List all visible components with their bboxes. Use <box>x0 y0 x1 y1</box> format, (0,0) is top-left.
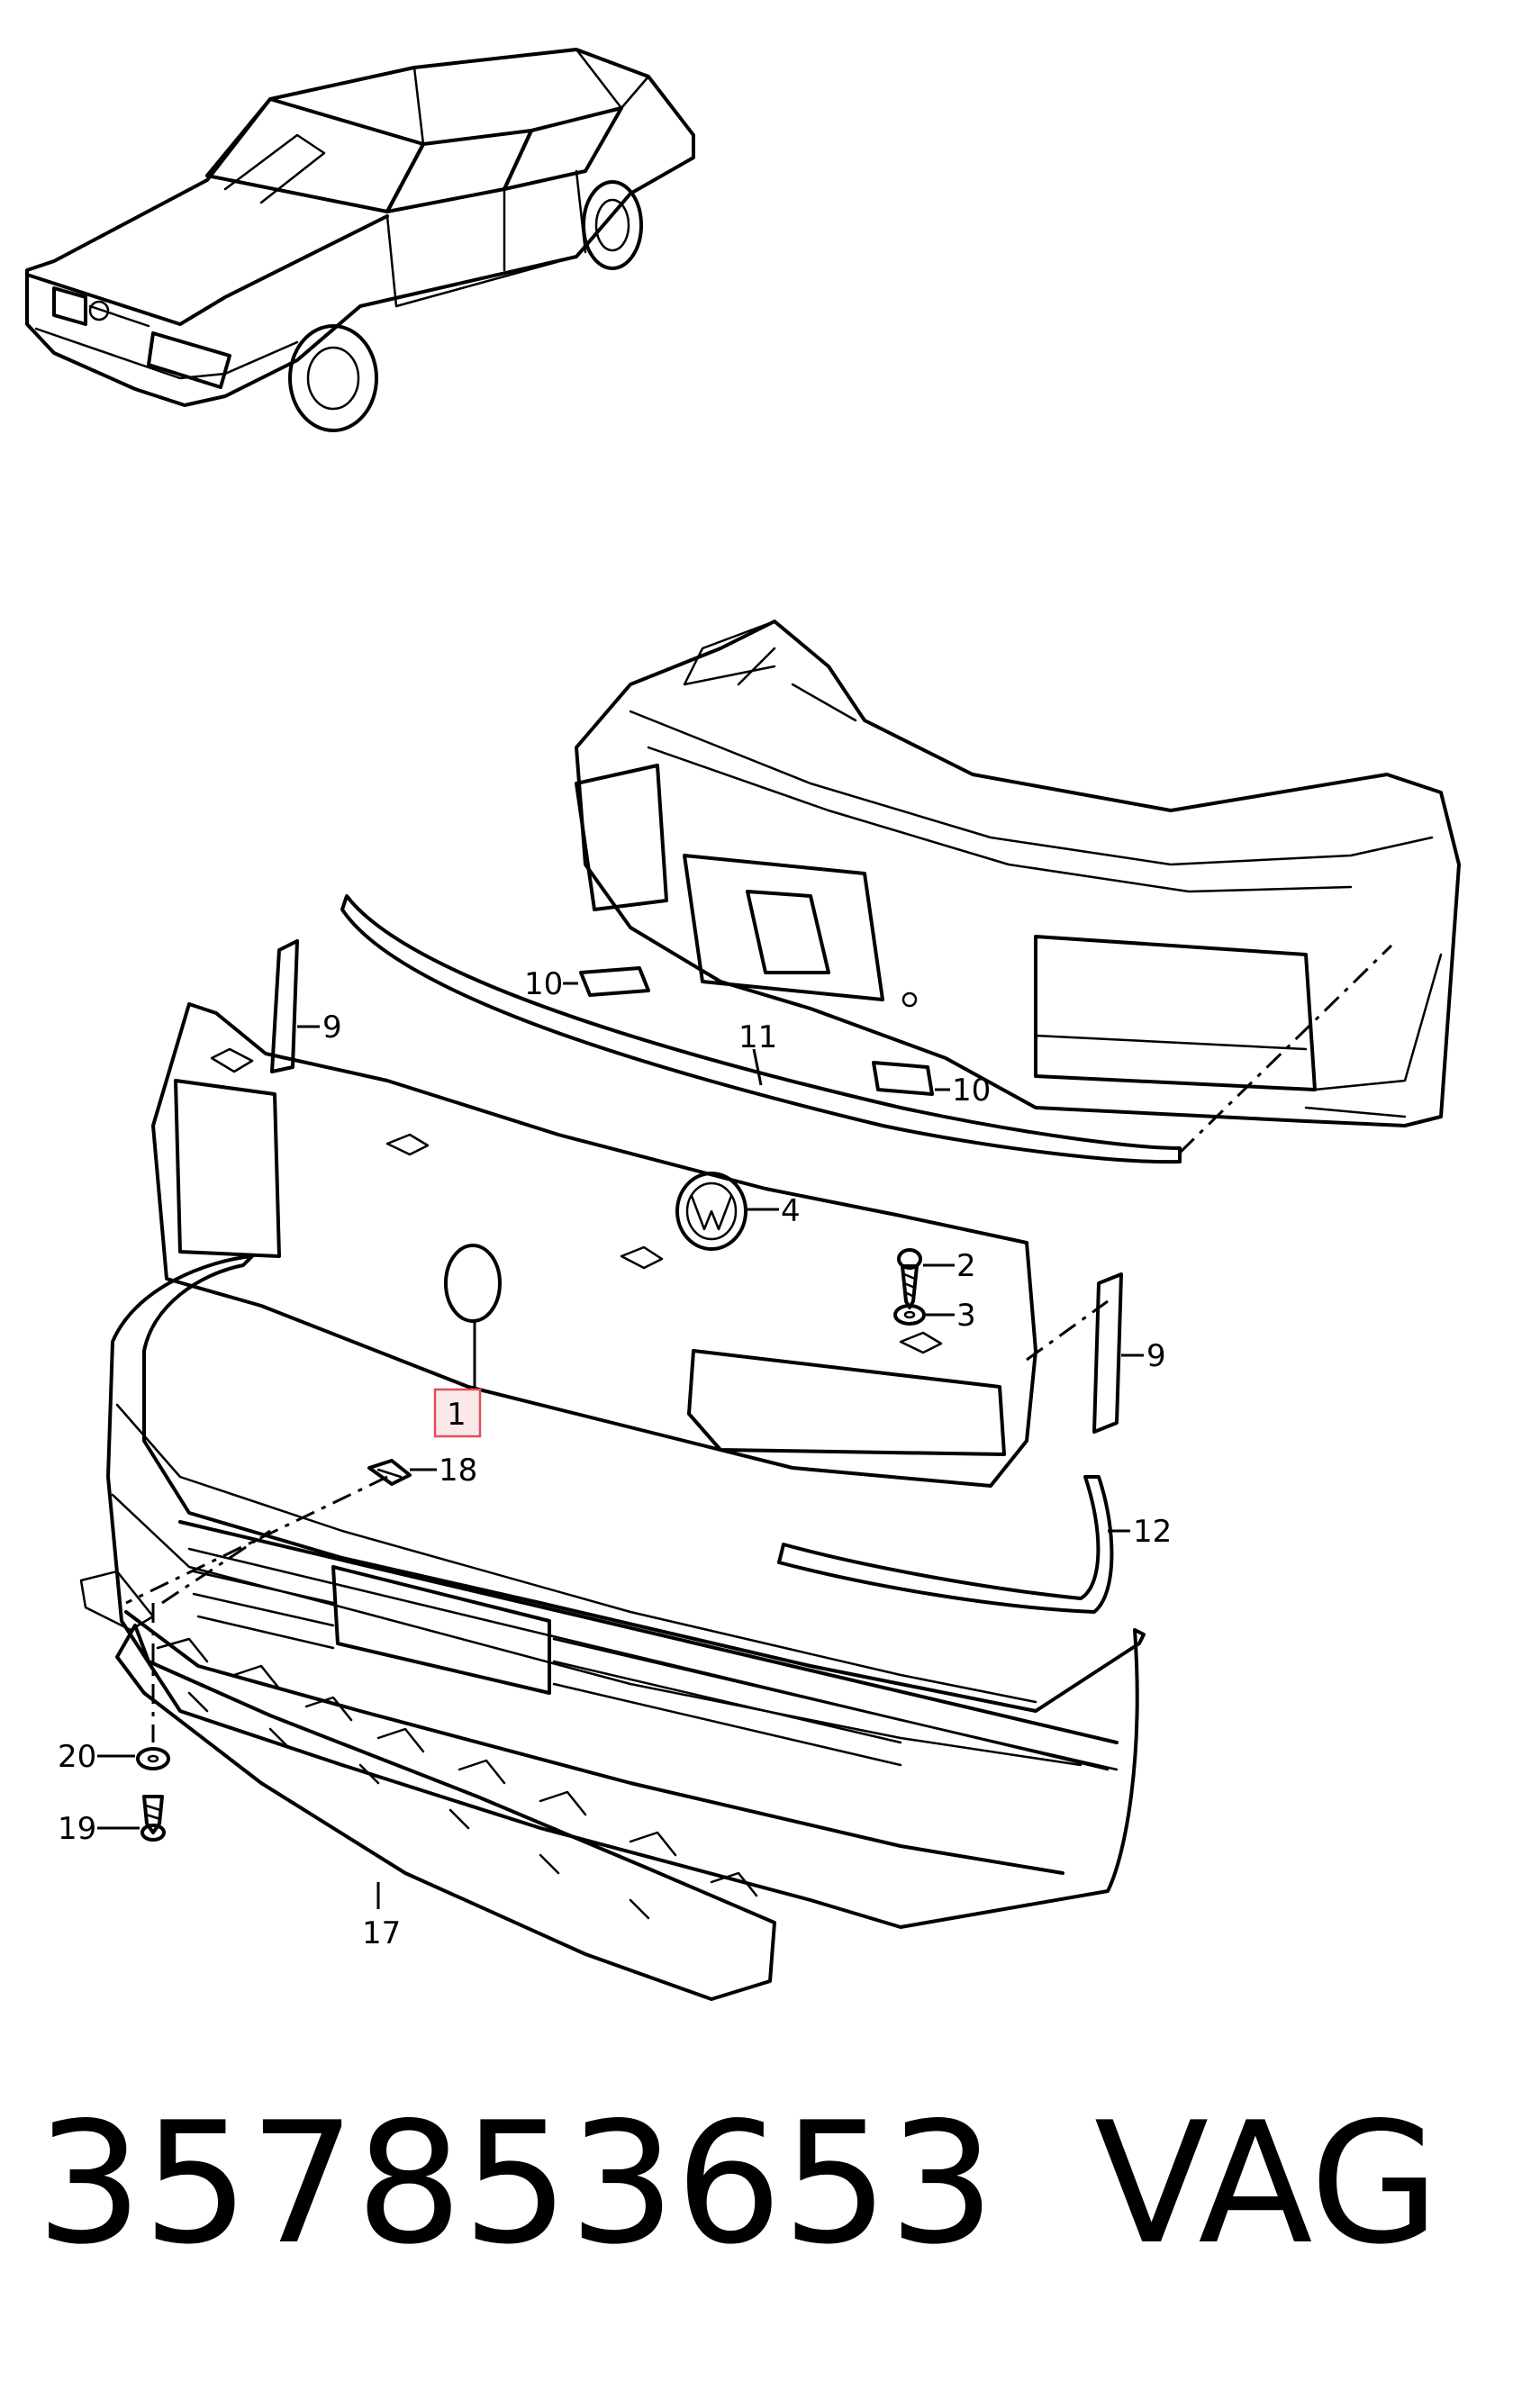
callout-4: 4 <box>781 1193 801 1229</box>
vw-emblem-4 <box>675 1172 747 1251</box>
trim-strip-12 <box>777 1475 1114 1614</box>
screw-2 <box>897 1248 922 1309</box>
callout-9-right: 9 <box>1146 1338 1166 1374</box>
bumper-cover-panel-1 <box>151 1002 1037 1488</box>
callout-1-highlight <box>433 1388 482 1438</box>
brand-label: VAG <box>1094 2086 1440 2281</box>
callout-18: 18 <box>439 1453 477 1489</box>
washer-3 <box>893 1304 926 1326</box>
washer-20 <box>136 1747 170 1770</box>
lamp-10-lower <box>872 1061 934 1096</box>
side-strip-9-right <box>1092 1272 1123 1434</box>
leader-lines <box>97 982 1144 1909</box>
callout-1: 1 <box>447 1397 467 1433</box>
callout-20: 20 <box>58 1739 96 1775</box>
clip-18 <box>367 1459 412 1486</box>
footer: 357853653 VAG <box>36 2071 1495 2296</box>
callout-17: 17 <box>362 1915 401 1951</box>
callout-11: 11 <box>738 1019 777 1055</box>
front-end-panel <box>575 620 1461 1127</box>
callout-12: 12 <box>1133 1514 1172 1550</box>
part-number: 357853653 <box>36 2086 996 2281</box>
lamp-10-upper <box>579 966 650 997</box>
callout-10-lower: 10 <box>952 1073 991 1109</box>
car-overview-illustration <box>25 48 695 432</box>
screw-19 <box>140 1795 166 1842</box>
callout-19: 19 <box>58 1811 96 1847</box>
lower-spoiler-17 <box>79 1570 776 2001</box>
grille-strip-11 <box>340 894 1182 1164</box>
callout-3: 3 <box>956 1298 976 1334</box>
assembly-lines <box>125 944 1393 1743</box>
side-strip-9-left <box>270 939 299 1073</box>
callout-9-left: 9 <box>322 1009 342 1046</box>
bumper-shell <box>106 1254 1146 1929</box>
callout-2: 2 <box>956 1248 976 1284</box>
callout-10-upper: 10 <box>524 966 563 1002</box>
